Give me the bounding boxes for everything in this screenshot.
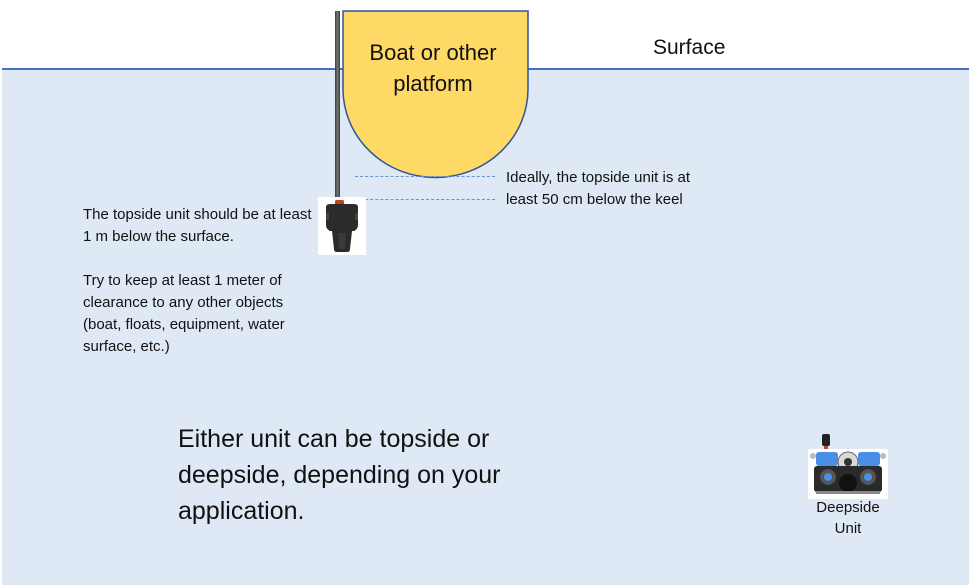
deepside-unit (808, 449, 888, 499)
deepside-label-line-1: Deepside (816, 499, 880, 516)
topside-depth-text: The topside unit should be at least 1 m … (83, 206, 312, 245)
deepside-label-line-2: Unit (834, 520, 862, 537)
topside-reference-line (355, 199, 495, 200)
either-unit-note: Either unit can be topside or deepside, … (178, 425, 501, 525)
boat-shape (342, 10, 529, 179)
rov-vehicle-icon (810, 451, 886, 494)
keel-reference-line (355, 176, 495, 177)
deepside-unit-label: Deepside Unit (803, 497, 893, 539)
keel-note-line-2: least 50 cm below the keel (506, 191, 683, 208)
topside-depth-note: The topside unit should be at least 1 m … (83, 204, 323, 358)
surface-label: Surface (653, 36, 726, 59)
topside-unit (318, 197, 366, 255)
keel-note-line-1: Ideally, the topside unit is at (506, 169, 690, 186)
keel-clearance-note: Ideally, the topside unit is at least 50… (506, 167, 690, 211)
topside-transducer-icon (326, 200, 358, 252)
boat-label: Boat or other platform (369, 40, 497, 96)
clearance-text: Try to keep at least 1 meter of clearanc… (83, 272, 285, 355)
mounting-pole (335, 11, 340, 201)
deepside-connector-icon (822, 434, 830, 449)
